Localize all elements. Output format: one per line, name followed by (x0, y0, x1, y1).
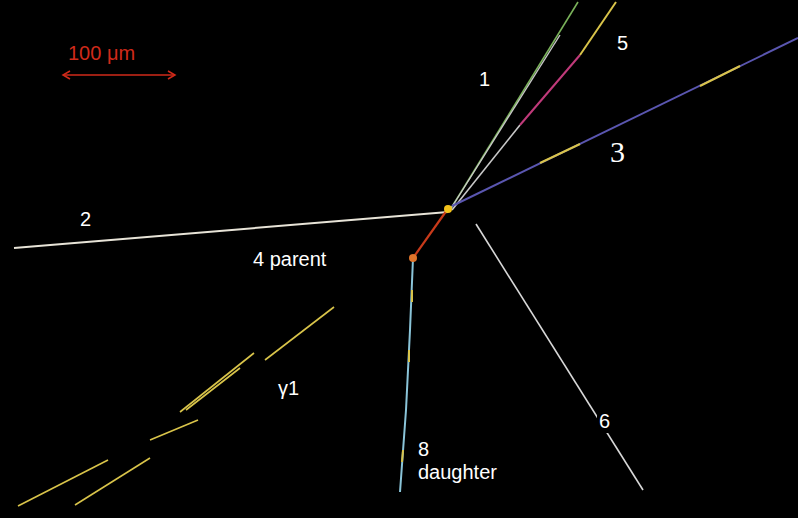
track-line (402, 450, 403, 462)
scale-bar (63, 71, 175, 79)
track-number: 2 (78, 208, 93, 231)
track-number: 5 (615, 32, 630, 55)
track-number: 1 (477, 68, 492, 91)
primary-vertex (444, 205, 452, 213)
scale-label: 100 μm (66, 42, 137, 65)
track-line (580, 2, 616, 55)
track-label: 4 parent (251, 248, 328, 271)
track-line (450, 35, 560, 210)
track-line (700, 66, 740, 86)
gamma-shower (18, 307, 334, 506)
track-line (520, 55, 580, 125)
parent-track (413, 210, 447, 258)
track-line (450, 2, 578, 210)
track-line (452, 38, 798, 206)
track-number: 3 (608, 135, 627, 170)
track-line (411, 290, 413, 302)
track-line (540, 144, 580, 163)
track-line (408, 350, 410, 362)
decay-vertex (409, 254, 417, 262)
track-label: 8 daughter (416, 438, 508, 484)
track-label: γ1 (276, 377, 301, 400)
track-line (452, 125, 520, 210)
track-number: 6 (597, 410, 612, 433)
daughter-track (400, 258, 413, 492)
